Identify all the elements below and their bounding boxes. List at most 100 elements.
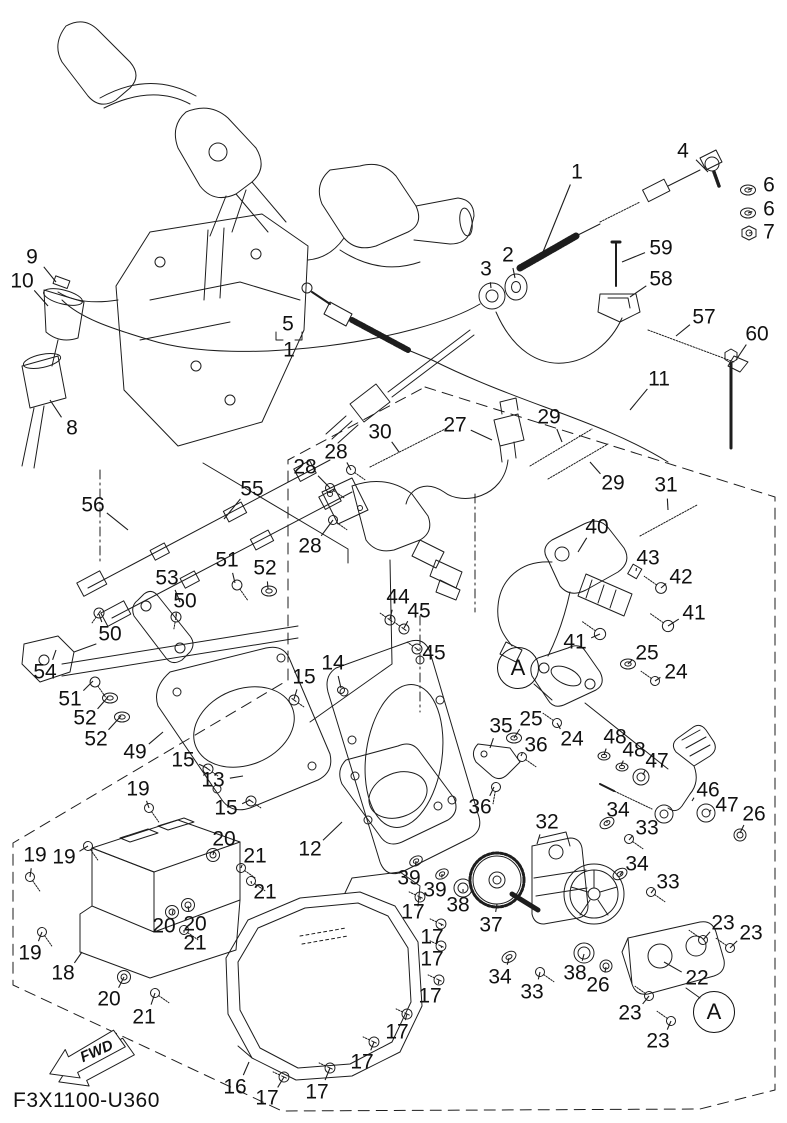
part-number-callout: 6 — [763, 197, 775, 221]
leader-line — [98, 613, 103, 623]
part-number-callout: 10 — [10, 269, 34, 293]
a-leader — [686, 988, 700, 998]
part-number-callout: 21 — [253, 880, 277, 904]
part-number-callout: 23 — [711, 911, 735, 935]
part-number-callout: 1 — [283, 338, 295, 362]
part-number-callout: 55 — [240, 477, 264, 501]
leader-line — [108, 715, 122, 731]
leader-line — [642, 995, 650, 1005]
leader-line — [241, 799, 251, 805]
leader-line — [322, 821, 343, 841]
part-number-callout: 30 — [368, 420, 392, 444]
leader-line — [629, 285, 647, 298]
leader-line — [337, 675, 342, 689]
part-number-callout: 17 — [420, 925, 444, 949]
leader-line — [37, 931, 43, 942]
leader-line — [495, 903, 498, 913]
solenoid-assembly — [322, 398, 697, 600]
part-number-callout: 17 — [418, 984, 442, 1008]
leader-line — [29, 868, 32, 878]
leader-line — [695, 159, 709, 173]
leader-line — [187, 905, 190, 912]
part-number-callout: 45 — [407, 599, 431, 623]
sensor-cables — [77, 460, 352, 626]
leader-line — [404, 1013, 408, 1021]
dashed-boundary — [13, 387, 775, 1111]
leader-line — [118, 976, 125, 989]
leader-line — [414, 860, 417, 866]
leader-line — [619, 871, 624, 876]
part-number-callout: 43 — [636, 546, 660, 570]
leader-line — [520, 752, 523, 757]
part-number-callout: 41 — [682, 601, 706, 625]
leader-line — [489, 282, 492, 289]
bracket-22-group — [622, 922, 737, 1028]
throttle-cable — [62, 150, 722, 443]
part-number-callout: 36 — [524, 733, 548, 757]
leader-line — [370, 1041, 375, 1051]
part-number-callout: 38 — [563, 961, 587, 985]
leader-line — [650, 889, 655, 894]
part-number-callout: 41 — [563, 630, 587, 654]
leader-line — [708, 809, 712, 813]
leader-line — [52, 649, 57, 661]
part-number-callout: 15 — [171, 748, 195, 772]
part-number-callout: 15 — [214, 796, 238, 820]
leader-line — [691, 797, 695, 802]
leader-line — [470, 429, 493, 441]
leader-line — [729, 940, 738, 949]
part-number-callout: 33 — [520, 980, 544, 1004]
part-number-callout: 33 — [635, 816, 659, 840]
part-number-callout: 20 — [97, 987, 121, 1011]
leader-line — [403, 620, 409, 629]
part-number-callout: 51 — [58, 687, 82, 711]
part-number-callout: 52 — [253, 556, 277, 580]
part-number-callout: 8 — [66, 416, 78, 440]
leader-line — [666, 1020, 672, 1030]
part-number-callout: 54 — [33, 660, 57, 684]
part-number-callout: 28 — [298, 534, 322, 558]
part-number-callout: 48 — [622, 738, 646, 762]
part-number-callout: 45 — [422, 641, 446, 665]
cover-16 — [226, 872, 449, 1085]
part-number-callout: 39 — [397, 866, 421, 890]
part-number-callout: 52 — [73, 706, 97, 730]
part-number-callout: 24 — [664, 660, 688, 684]
leader-line — [43, 266, 57, 283]
part-number-callout: 12 — [298, 837, 322, 861]
part-number-callout: 19 — [126, 777, 150, 801]
leader-line — [320, 519, 334, 537]
part-number-callout: 58 — [649, 267, 673, 291]
part-number-callout: 11 — [648, 367, 670, 391]
part-number-callout: 19 — [52, 845, 76, 869]
part-number-callout: 14 — [321, 651, 345, 675]
leader-line — [242, 1061, 250, 1076]
leader-line — [73, 951, 83, 964]
part-number-callout: 51 — [215, 548, 239, 572]
handlebar-assembly — [22, 22, 474, 468]
part-number-callout: 32 — [535, 810, 559, 834]
cable-5-group — [276, 283, 668, 462]
part-number-callout: 7 — [763, 220, 775, 244]
part-number-callout: 56 — [81, 493, 105, 517]
part-number-callout: 20 — [183, 912, 207, 936]
leader-line — [604, 966, 607, 973]
part-number-callout: 20 — [212, 827, 236, 851]
part-number-callout: 49 — [123, 740, 147, 764]
part-number-callout: 16 — [223, 1075, 247, 1099]
part-number-callout: 23 — [618, 1001, 642, 1025]
part-number-callout: 5 — [282, 312, 294, 336]
leader-line — [440, 945, 443, 949]
leader-line — [628, 835, 634, 841]
circled-reference-callout: A — [693, 991, 735, 1033]
part-number-callout: 27 — [443, 413, 467, 437]
leader-line — [620, 760, 624, 767]
part-number-callout: 2 — [502, 243, 514, 267]
part-number-callout: 57 — [692, 305, 716, 329]
leader-line — [747, 187, 753, 191]
part-number-callout: 17 — [420, 947, 444, 971]
leader-line — [223, 498, 241, 520]
linkage-group — [22, 577, 298, 723]
